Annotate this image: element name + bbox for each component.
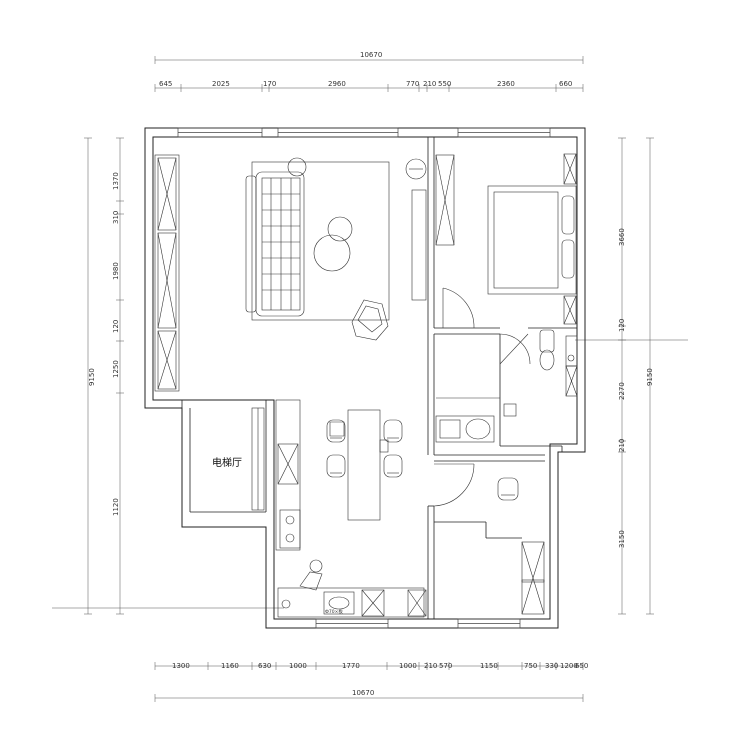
dining-area [326,409,403,521]
bedroom-door [442,287,475,329]
toilet [539,329,555,353]
master-bedroom [435,153,577,329]
sink [323,591,355,615]
dim-top-seg-2: 2025 [212,80,230,88]
tv-cabinet [411,189,427,301]
dim-bottom-seg-5: 1770 [342,662,360,670]
living-room [154,154,427,392]
elevator-hall-label: 电梯厅 [212,456,242,469]
dim-left-seg-4: 120 [112,320,120,333]
study-door [433,463,475,507]
dim-bottom-seg-1: 1300 [172,662,190,670]
rug [251,161,390,321]
dim-bottom-seg-13: 650 [575,662,588,670]
dim-right-seg-3: 2270 [618,382,626,400]
coffee-table-small [327,216,353,242]
dim-top-seg-9: 660 [559,80,572,88]
dim-left-seg-6: 1120 [112,498,120,516]
dim-top-seg-3: 170 [263,80,276,88]
dim-bottom-seg-7: 210 [424,662,437,670]
dim-bottom-seg-11: 330 [545,662,558,670]
dining-table [347,409,381,521]
bathroom [435,329,578,443]
dim-left-seg-3: 1980 [112,262,120,280]
top-windows [177,127,551,138]
dim-left-seg-1: 1370 [112,172,120,190]
pillow-icon [561,195,575,235]
armchair [351,299,389,341]
dim-top-seg-5: 770 [406,80,419,88]
kitchen: Ф70×板 [275,399,427,618]
dim-left-total: 9150 [88,368,96,386]
dim-right-seg-4: 210 [618,439,626,452]
sofa [245,171,305,317]
dim-bottom-seg-9: 1150 [480,662,498,670]
bathroom-door [499,333,531,365]
shower [435,415,495,443]
wardrobe [435,154,455,246]
dim-bottom-seg-8: 570 [439,662,452,670]
dim-top-seg-7: 550 [438,80,451,88]
dim-top-seg-4: 2960 [328,80,346,88]
dim-left-seg-2: 310 [112,211,120,224]
elevator-hall: 电梯厅 [212,407,265,511]
bottom-dimensions: 1300 1160 630 1000 1770 1000 210 570 115… [154,662,588,702]
top-dimensions: 10670 645 2025 170 2960 770 210 550 2360… [154,51,584,92]
dim-bottom-seg-6: 1000 [399,662,417,670]
left-dimensions: 9150 1370 310 1980 120 1250 1120 [84,137,124,615]
bed [487,185,577,295]
dim-bottom-seg-4: 1000 [289,662,307,670]
exterior-walls [144,127,586,629]
washer-label: Ф70×板 [325,608,343,615]
dim-bottom-seg-12: 1200 [560,662,578,670]
coffee-table-large [313,234,351,272]
dim-right-seg-5: 3150 [618,530,626,548]
dim-right-total: 9150 [646,368,654,386]
dim-top-seg-6: 210 [423,80,436,88]
interior-walls [181,136,577,619]
dim-right-seg-2: 120 [618,319,626,332]
wardrobe-2 [521,541,545,615]
dim-right-seg-1: 3660 [618,228,626,246]
dim-left-seg-5: 1250 [112,360,120,378]
dim-top-seg-8: 2360 [497,80,515,88]
dim-bottom-seg-10: 750 [524,662,537,670]
pillow-icon [561,239,575,279]
dining-chairs [326,419,403,478]
fridge [277,443,299,485]
dim-bottom-seg-3: 630 [258,662,271,670]
stove [279,509,301,549]
vanity [565,335,578,367]
right-dimensions: 3660 120 2270 210 3150 9150 [618,137,654,615]
dim-bottom-total: 10670 [352,689,374,697]
dim-bottom-seg-2: 1160 [221,662,239,670]
lamp-icon [287,157,307,177]
side-table [405,158,427,180]
bottom-windows [315,618,521,629]
dim-top-seg-1: 645 [159,80,172,88]
left-cabinet [154,154,180,392]
dim-top-total: 10670 [360,51,382,59]
second-bedroom [433,463,545,615]
person-icon [299,559,323,591]
desk-chair [497,477,519,501]
